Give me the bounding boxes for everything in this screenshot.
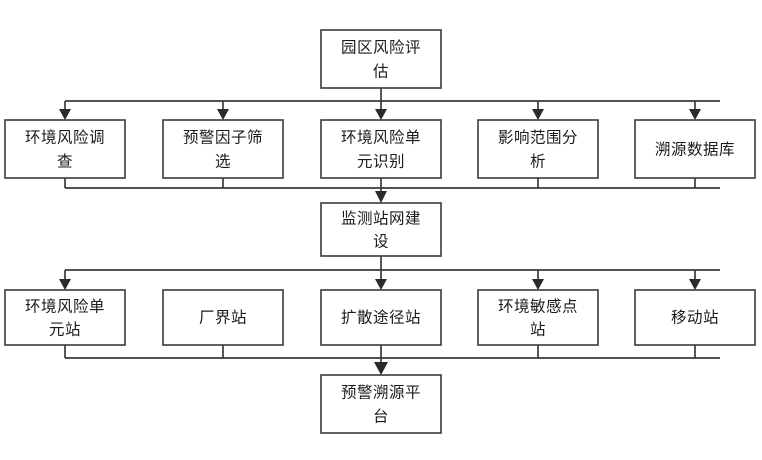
node-box[interactable] [320,29,442,89]
node-risk-unit-station[interactable]: 环境风险单 元站 [4,289,126,346]
node-label-line-2: 元站 [49,321,81,339]
arrowhead-task-5 [689,109,701,120]
node-label-line-1: 移动站 [671,309,719,327]
node-label-line-2: 站 [530,321,546,339]
arrowhead-station-5 [689,279,701,290]
node-box[interactable] [4,289,126,346]
node-environmental-risk-survey[interactable]: 环境风险调 查 [4,119,126,179]
node-box[interactable] [4,119,126,179]
node-box[interactable] [634,119,756,179]
arrowhead-network [375,191,387,203]
node-warning-factor-screening[interactable]: 预警因子筛 选 [162,119,284,179]
connector-group-network-to-stations [59,256,720,290]
connector-group-tasks-to-network [64,178,720,203]
node-label-line-2: 析 [530,153,546,171]
arrowhead-task-4 [532,109,544,120]
node-label-line-2: 设 [373,233,389,251]
node-label-line-1: 环境敏感点 [498,297,578,316]
node-sensitive-point-station[interactable]: 环境敏感点 站 [477,289,599,346]
node-label-line-1: 监测站网建 [341,210,421,228]
node-diffusion-path-station[interactable]: 扩散途径站 [320,289,442,346]
node-label-line-2: 估 [373,63,389,81]
node-label-line-1: 影响范围分 [498,129,578,147]
node-box[interactable] [320,374,442,434]
node-assessment-root[interactable]: 园区风险评 估 [320,29,442,89]
node-box[interactable] [320,119,442,179]
arrowhead-station-1 [59,279,71,290]
node-label-line-1: 预警溯源平 [341,384,421,402]
node-box[interactable] [477,289,599,346]
node-traceability-database[interactable]: 溯源数据库 [634,119,756,179]
node-impact-range-analysis[interactable]: 影响范围分 析 [477,119,599,179]
node-label-line-1: 环境风险单 [25,297,105,316]
node-label-line-2: 元识别 [357,153,405,171]
node-label-line-1: 扩散途径站 [341,309,421,327]
arrowhead-task-2 [217,109,229,120]
node-label-line-1: 厂界站 [199,309,247,327]
node-label-line-1: 园区风险评 [341,39,421,57]
connector-group-stations-to-platform [64,345,720,375]
node-box[interactable] [162,119,284,179]
arrowhead-platform [374,362,388,375]
node-label-line-1: 预警因子筛 [183,129,263,147]
node-mobile-station[interactable]: 移动站 [634,289,756,346]
node-box[interactable] [320,289,442,346]
node-label-line-2: 选 [215,153,231,171]
node-risk-unit-identification[interactable]: 环境风险单 元识别 [320,119,442,179]
node-box[interactable] [320,202,442,257]
node-box[interactable] [162,289,284,346]
node-plant-boundary-station[interactable]: 厂界站 [162,289,284,346]
node-monitoring-network-construction[interactable]: 监测站网建 设 [320,202,442,257]
node-label-line-1: 溯源数据库 [655,141,735,159]
arrowhead-task-1 [59,109,71,120]
node-label-line-2: 台 [373,408,389,426]
node-label-line-2: 查 [57,153,73,171]
arrowhead-task-3 [375,109,387,120]
arrowhead-station-4 [532,279,544,290]
node-label-line-1: 环境风险调 [25,128,105,147]
arrowhead-station-3 [375,279,387,290]
node-warning-traceability-platform[interactable]: 预警溯源平 台 [320,374,442,434]
node-box[interactable] [634,289,756,346]
connector-group-root-to-tasks [59,88,720,120]
node-label-line-1: 环境风险单 [341,128,421,147]
node-box[interactable] [477,119,599,179]
